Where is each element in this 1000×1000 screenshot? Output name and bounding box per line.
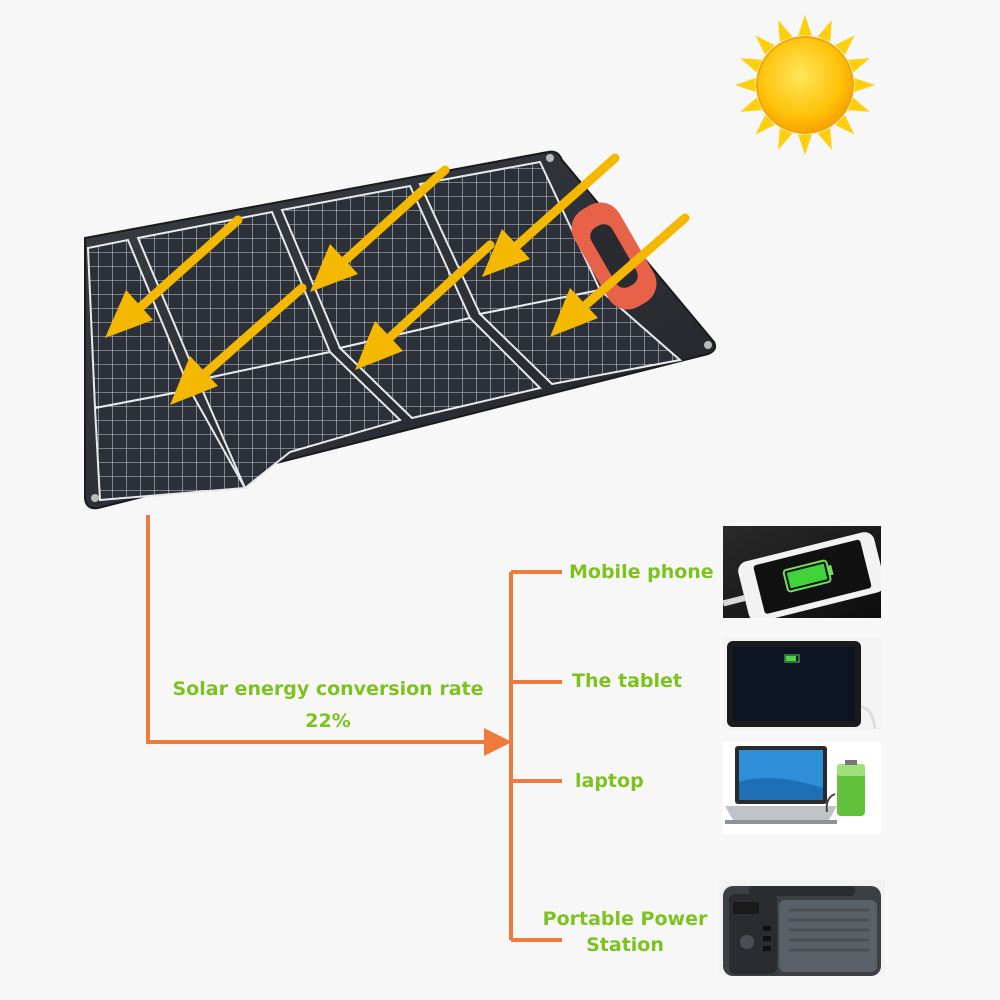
sunlight-arrow-icon <box>170 283 307 405</box>
laptop-with-battery-image <box>723 742 881 834</box>
battery-icon <box>825 760 865 816</box>
sunlight-arrow-icon <box>310 165 450 292</box>
sun-ray <box>778 128 793 150</box>
sun-ray <box>740 58 762 73</box>
smartphone-charging-image <box>723 526 881 618</box>
sun-ray <box>778 20 793 42</box>
sun-ray <box>854 78 875 92</box>
sunlight-arrow-icon <box>550 213 690 337</box>
device-label-power-station-line1: Portable Power <box>542 908 708 930</box>
device-label-power-station-line2: Station <box>586 934 664 956</box>
power-button-icon <box>740 935 754 949</box>
sun-ray <box>848 97 870 112</box>
device-label-phone: Mobile phone <box>569 561 714 583</box>
sun-ray <box>755 115 775 135</box>
sun-ray <box>835 115 855 135</box>
sunlight-arrow-icon <box>355 240 495 370</box>
solar-cell-block <box>136 210 402 490</box>
sunlight-arrows <box>105 153 690 405</box>
sun-ray <box>817 128 832 150</box>
connector-main <box>146 515 485 744</box>
conversion-rate-value: 22% <box>305 710 351 732</box>
conversion-rate-label: Solar energy conversion rate <box>172 678 484 700</box>
sun-ray <box>817 20 832 42</box>
power-station-image <box>719 880 885 976</box>
battery-icon <box>784 654 800 663</box>
device-label-tablet: The tablet <box>572 670 682 692</box>
connector-lines <box>146 515 562 942</box>
sunlight-arrow-icon <box>105 215 243 338</box>
sun-icon <box>735 15 875 155</box>
sun-ray <box>740 97 762 112</box>
sun-ray <box>848 58 870 73</box>
device-label-power-station: Portable Power Station <box>540 906 710 958</box>
sun-ray <box>755 35 775 55</box>
device-label-laptop: laptop <box>575 770 644 792</box>
sun-ray <box>735 78 756 92</box>
tablet-charging-image <box>723 637 881 730</box>
sun-ray <box>798 15 812 36</box>
sun-ray <box>835 35 855 55</box>
sun-ray <box>798 134 812 155</box>
connector-arrowhead <box>484 728 512 756</box>
sunlight-arrow-icon <box>482 153 620 277</box>
